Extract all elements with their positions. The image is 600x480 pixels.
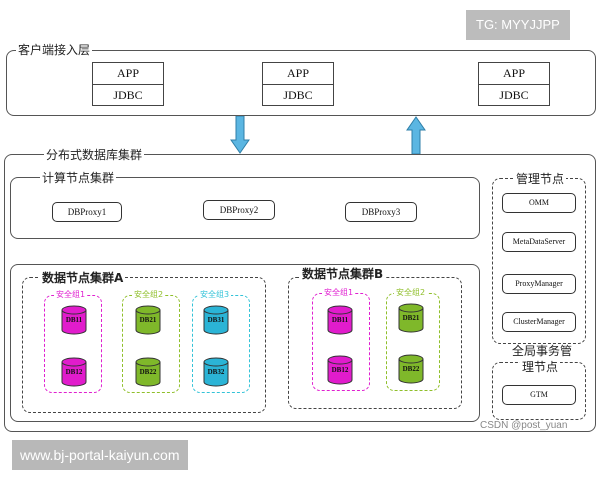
db-label: DB32 — [207, 368, 225, 376]
proxymanager-node: ProxyManager — [502, 274, 576, 294]
db-label: DB11 — [331, 316, 349, 324]
data-cluster-a-title: 数据节点集群A — [40, 271, 126, 285]
app-label: APP — [116, 66, 139, 80]
management-title: 管理节点 — [514, 172, 567, 186]
security-group-a2-title: 安全组2 — [132, 290, 166, 300]
app-label: APP — [502, 66, 525, 80]
data-node-cluster-a — [22, 277, 266, 413]
distributed-db-title: 分布式数据库集群 — [44, 148, 145, 162]
db-label: DB21 — [139, 316, 157, 324]
db-cylinder-icon: DB32 — [203, 357, 229, 387]
security-group-a3-title: 安全组3 — [198, 290, 232, 300]
jdbc-label: JDBC — [93, 84, 163, 106]
watermark-text: TG: MYYJJPP — [476, 17, 560, 32]
app-jdbc-box-2: APP JDBC — [262, 62, 334, 106]
db-label: DB12 — [65, 368, 83, 376]
dbproxy-node-2: DBProxy2 — [203, 200, 275, 220]
security-group-b2-title: 安全组2 — [394, 288, 428, 298]
up-arrow-icon — [406, 116, 426, 154]
compute-cluster-title: 计算节点集群 — [40, 171, 117, 185]
dbproxy-node-1: DBProxy1 — [52, 202, 122, 222]
app-jdbc-box-3: APP JDBC — [478, 62, 550, 106]
watermark-badge-top: TG: MYYJJPP — [466, 10, 570, 40]
gtm-title-line1: 全局事务管 — [510, 344, 575, 358]
db-label: DB21 — [402, 314, 420, 322]
csdn-watermark: CSDN @post_yuan — [480, 420, 568, 431]
metadataserver-node: MetaDataServer — [502, 232, 576, 252]
app-jdbc-box-1: APP JDBC — [92, 62, 164, 106]
db-label: DB12 — [331, 366, 349, 374]
db-cylinder-icon: DB12 — [327, 355, 353, 385]
db-label: DB22 — [139, 368, 157, 376]
watermark-badge-bottom: www.bj-portal-kaiyun.com — [12, 440, 188, 470]
dbproxy-node-3: DBProxy3 — [345, 202, 417, 222]
db-cylinder-icon: DB12 — [61, 357, 87, 387]
db-cylinder-icon: DB22 — [135, 357, 161, 387]
client-layer-title: 客户端接入层 — [16, 43, 93, 57]
down-arrow-icon — [230, 116, 250, 154]
db-cylinder-icon: DB31 — [203, 305, 229, 335]
gtm-node: GTM — [502, 385, 576, 405]
security-group-a1-title: 安全组1 — [54, 290, 88, 300]
gtm-title-line2: 理节点 — [520, 360, 561, 374]
db-cylinder-icon: DB21 — [398, 303, 424, 333]
data-cluster-b-title: 数据节点集群B — [300, 267, 386, 281]
db-cylinder-icon: DB21 — [135, 305, 161, 335]
app-label: APP — [286, 66, 309, 80]
db-cylinder-icon: DB11 — [61, 305, 87, 335]
clustermanager-node: ClusterManager — [502, 312, 576, 332]
jdbc-label: JDBC — [479, 84, 549, 106]
omm-node: OMM — [502, 193, 576, 213]
security-group-b1-title: 安全组1 — [322, 288, 356, 298]
db-label: DB22 — [402, 365, 420, 373]
db-label: DB31 — [207, 316, 225, 324]
db-cylinder-icon: DB11 — [327, 305, 353, 335]
watermark-url: www.bj-portal-kaiyun.com — [20, 447, 180, 463]
db-label: DB11 — [65, 316, 83, 324]
jdbc-label: JDBC — [263, 84, 333, 106]
db-cylinder-icon: DB22 — [398, 354, 424, 384]
